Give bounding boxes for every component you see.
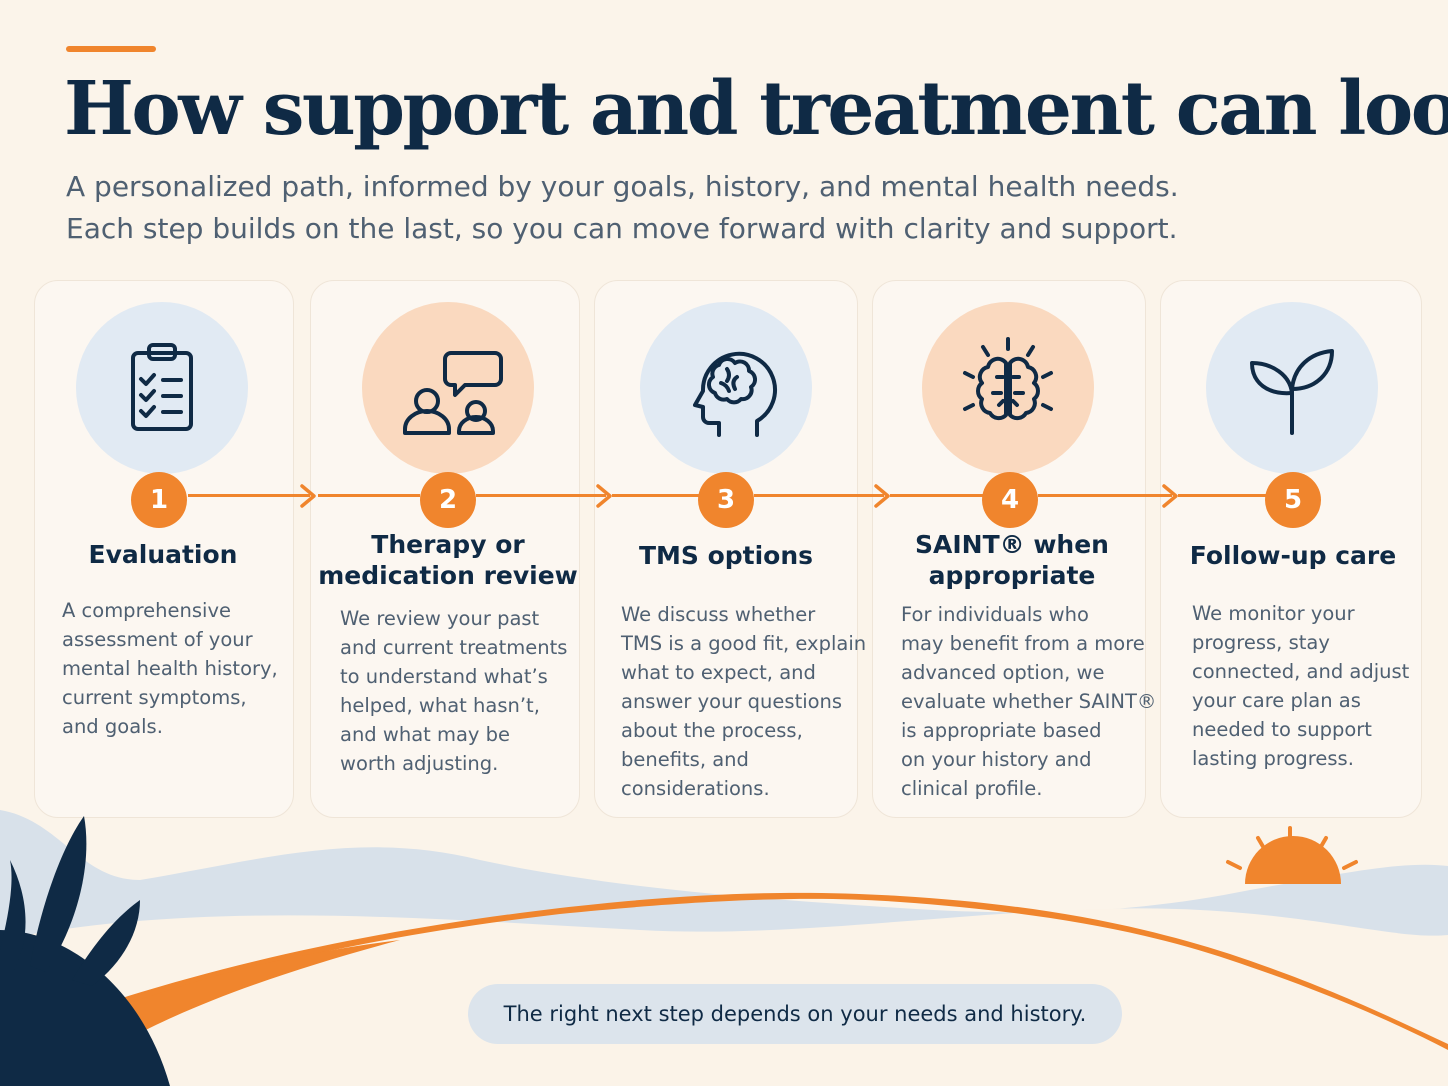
description-line: about the process, (621, 719, 803, 742)
chevron-right-icon (300, 484, 316, 508)
step-number-badge: 1 (131, 472, 187, 528)
footer-note: The right next step depends on your need… (468, 984, 1122, 1044)
chevron-right-icon (874, 484, 890, 508)
chevron-right-icon (596, 484, 612, 508)
description-line: For individuals who (901, 603, 1089, 626)
step-2-icon-circle (362, 302, 534, 474)
step-title-line: TMS options (638, 541, 814, 570)
description-line: is appropriate based (901, 719, 1102, 742)
chevron-right-icon (1162, 484, 1178, 508)
step-title-line: Therapy or (371, 530, 525, 559)
step-title-line: appropriate (928, 561, 1096, 590)
clipboard-checklist-icon (131, 343, 193, 431)
description-line: clinical profile. (901, 777, 1043, 800)
title-accent-bar (66, 46, 156, 52)
page-title: How support and treatment can look (64, 66, 1448, 152)
description-line: connected, and adjust (1192, 660, 1410, 683)
step-5-icon-circle (1206, 302, 1378, 474)
description-line: considerations. (621, 777, 770, 800)
description-line: and what may be (340, 723, 511, 746)
connector-line (476, 494, 606, 497)
step-title-line: medication review (318, 561, 578, 590)
description-line: advanced option, we (901, 661, 1105, 684)
connector-line (188, 494, 310, 497)
subtitle-line: A personalized path, informed by your go… (66, 170, 1179, 203)
radiant-brain-icon (963, 337, 1053, 421)
description-line: needed to support (1192, 718, 1372, 741)
description-line: lasting progress. (1192, 747, 1354, 770)
step-number-badge: 3 (698, 472, 754, 528)
step-4-icon-circle (922, 302, 1094, 474)
description-line: to understand what’s (340, 665, 548, 688)
connector-line (1178, 494, 1268, 497)
subtitle-line: Each step builds on the last, so you can… (66, 212, 1178, 245)
step-title: SAINT® when appropriate (882, 529, 1142, 591)
step-number-badge: 4 (982, 472, 1038, 528)
sun-rays (1226, 826, 1358, 870)
description-line: answer your questions (621, 690, 843, 713)
description-line: We review your past (340, 607, 540, 630)
step-title-line: Follow-up care (1189, 541, 1397, 570)
description-line: your care plan as (1192, 689, 1361, 712)
description-line: We discuss whether (621, 603, 816, 626)
step-number-badge: 2 (420, 472, 476, 528)
step-title-line: Evaluation (88, 540, 238, 569)
step-description: For individuals who may benefit from a m… (901, 600, 1156, 803)
step-title: TMS options (596, 540, 856, 571)
step-description: We review your past and current treatmen… (340, 604, 567, 778)
step-description: We discuss whether TMS is a good fit, ex… (621, 600, 866, 803)
description-line: A comprehensive (62, 599, 231, 622)
step-description: We monitor your progress, stay connected… (1192, 599, 1409, 773)
description-line: mental health history, (62, 657, 278, 680)
connector-line (1038, 494, 1172, 497)
connector-line (318, 494, 420, 497)
connector-line (754, 494, 884, 497)
description-line: progress, stay (1192, 631, 1330, 654)
head-brain-icon (693, 351, 777, 437)
step-title-line: SAINT® when (915, 530, 1109, 559)
page-subtitle: A personalized path, informed by your go… (66, 166, 1366, 250)
sun-icon (1245, 836, 1341, 884)
description-line: and goals. (62, 715, 163, 738)
connector-line (890, 494, 984, 497)
step-3-icon-circle (640, 302, 812, 474)
description-line: current symptoms, (62, 686, 247, 709)
step-title: Therapy or medication review (318, 529, 578, 591)
description-line: assessment of your (62, 628, 253, 651)
step-1-icon-circle (76, 302, 248, 474)
step-description: A comprehensive assessment of your menta… (62, 596, 278, 741)
description-line: TMS is a good fit, explain (621, 632, 867, 655)
description-line: helped, what hasn’t, (340, 694, 540, 717)
connector-line (612, 494, 700, 497)
description-line: benefits, and (621, 748, 749, 771)
description-line: what to expect, and (621, 661, 816, 684)
step-number-badge: 5 (1265, 472, 1321, 528)
sprout-icon (1250, 349, 1334, 435)
step-title: Follow-up care (1163, 540, 1423, 571)
description-line: on your history and (901, 748, 1092, 771)
description-line: We monitor your (1192, 602, 1355, 625)
plant-leaves-icon (0, 816, 170, 1086)
description-line: and current treatments (340, 636, 568, 659)
description-line: worth adjusting. (340, 752, 499, 775)
people-conversation-icon (403, 351, 503, 435)
step-title: Evaluation (33, 539, 293, 570)
description-line: evaluate whether SAINT® (901, 690, 1157, 713)
description-line: may benefit from a more (901, 632, 1145, 655)
